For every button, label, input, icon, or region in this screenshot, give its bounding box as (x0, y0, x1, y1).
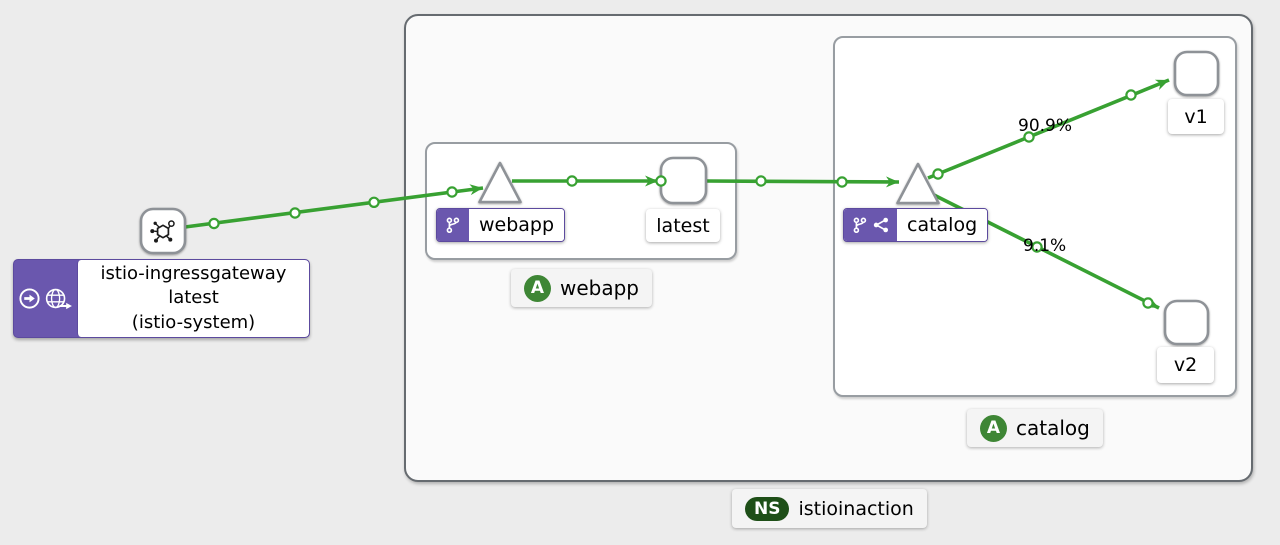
namespace-badge: NS (745, 496, 790, 521)
traffic-dots (208, 89, 1154, 309)
latest-label[interactable]: latest (646, 209, 720, 242)
app-label-catalog[interactable]: A catalog (967, 409, 1103, 447)
gateway-label[interactable]: istio-ingressgateway latest (istio-syste… (13, 259, 310, 338)
catalog-service-name: catalog (897, 209, 988, 241)
latest-label-text: latest (656, 214, 710, 237)
namespace-label[interactable]: NS istioinaction (732, 489, 927, 528)
node-webapp-service[interactable] (478, 161, 522, 204)
v2-label[interactable]: v2 (1157, 347, 1214, 383)
root-source-icon (18, 287, 41, 310)
gateway-namespace: (istio-system) (131, 311, 256, 333)
edge-gateway-to-webapp[interactable] (184, 184, 484, 229)
mesh-icon (150, 220, 175, 243)
v2-label-text: v2 (1173, 354, 1198, 376)
node-istio-ingressgateway[interactable] (139, 207, 187, 255)
virtual-service-icon (444, 216, 462, 234)
virtual-service-icon (851, 216, 869, 234)
node-catalog-v1[interactable] (1173, 50, 1220, 97)
v1-label[interactable]: v1 (1168, 99, 1224, 134)
edge-latest-to-catalog[interactable] (705, 176, 900, 188)
node-catalog-service[interactable] (896, 162, 940, 205)
gateway-icon (43, 286, 73, 311)
edge-label-catalog-v1-pct[interactable]: 90.9% (1018, 116, 1073, 136)
edge-label-catalog-v2-pct[interactable]: 9.1% (1023, 236, 1067, 256)
webapp-service-name: webapp (469, 209, 565, 241)
webapp-service-label[interactable]: webapp (436, 208, 566, 242)
v1-label-text: v1 (1184, 105, 1208, 128)
catalog-service-label[interactable]: catalog (843, 208, 989, 242)
app-label-webapp[interactable]: A webapp (511, 269, 653, 307)
request-routing-icon (872, 216, 890, 234)
app-badge: A (524, 274, 551, 302)
gateway-name: istio-ingressgateway (100, 263, 287, 285)
node-catalog-v2[interactable] (1163, 299, 1210, 346)
gateway-version: latest (168, 287, 219, 309)
app-label-catalog-text: catalog (1016, 416, 1090, 440)
app-badge: A (980, 414, 1007, 442)
app-label-webapp-text: webapp (560, 276, 640, 300)
node-webapp-workload-latest[interactable] (659, 156, 708, 205)
namespace-name: istioinaction (798, 497, 914, 520)
